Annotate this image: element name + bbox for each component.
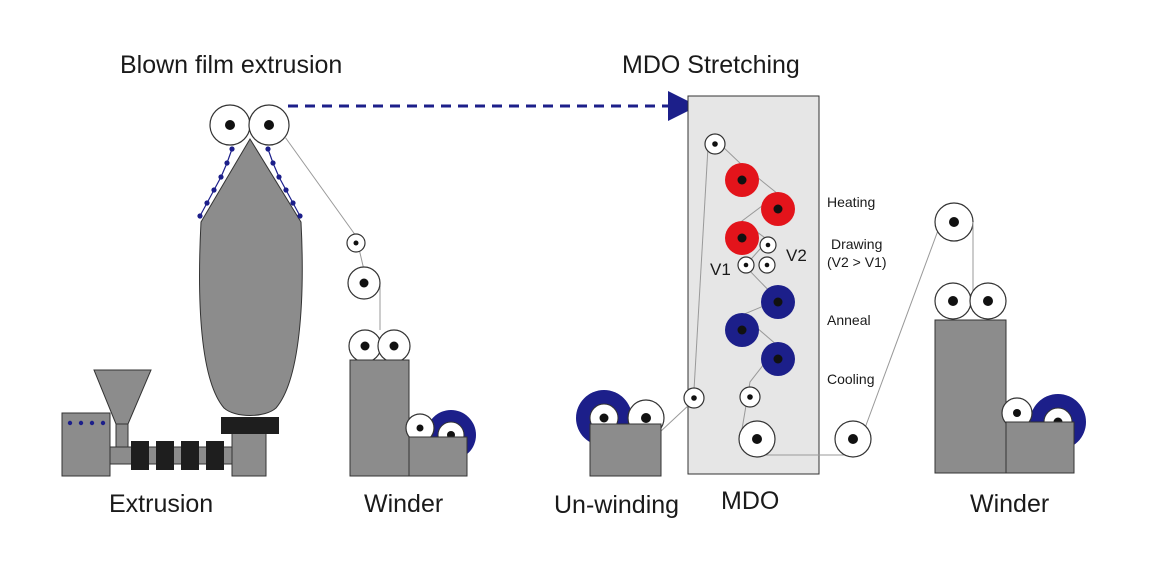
label-extrusion: Extrusion [109,490,214,518]
unwinder [576,390,665,477]
label-anneal: Anneal [827,312,871,328]
mdo-panel [687,95,820,475]
anneal-cooling-rollers [725,285,795,376]
label-unwinding: Un-winding [554,491,680,519]
winder-left [348,329,476,477]
label-mdo: MDO [721,487,780,515]
label-winder-left: Winder [364,490,444,518]
label-cooling: Cooling [827,371,875,387]
air-ring-dots [197,146,303,219]
label-drawing-sub: (V2 > V1) [827,254,887,270]
die-head [221,417,279,434]
label-heating: Heating [827,194,876,210]
extruder [61,412,267,477]
film-bubble [199,138,303,416]
label-drawing: Drawing [831,236,883,252]
heating-rollers [725,163,795,255]
idler-rollers-left [346,233,381,300]
label-v2: V2 [786,246,807,265]
label-v1: V1 [710,260,731,279]
title-blown-film: Blown film extrusion [120,51,343,79]
winder-right [834,202,1086,474]
hopper [93,369,152,448]
mdo-idler-rollers [683,133,777,458]
title-mdo-stretching: MDO Stretching [622,51,800,79]
nip-rollers [209,104,290,146]
label-winder-right: Winder [970,490,1050,518]
